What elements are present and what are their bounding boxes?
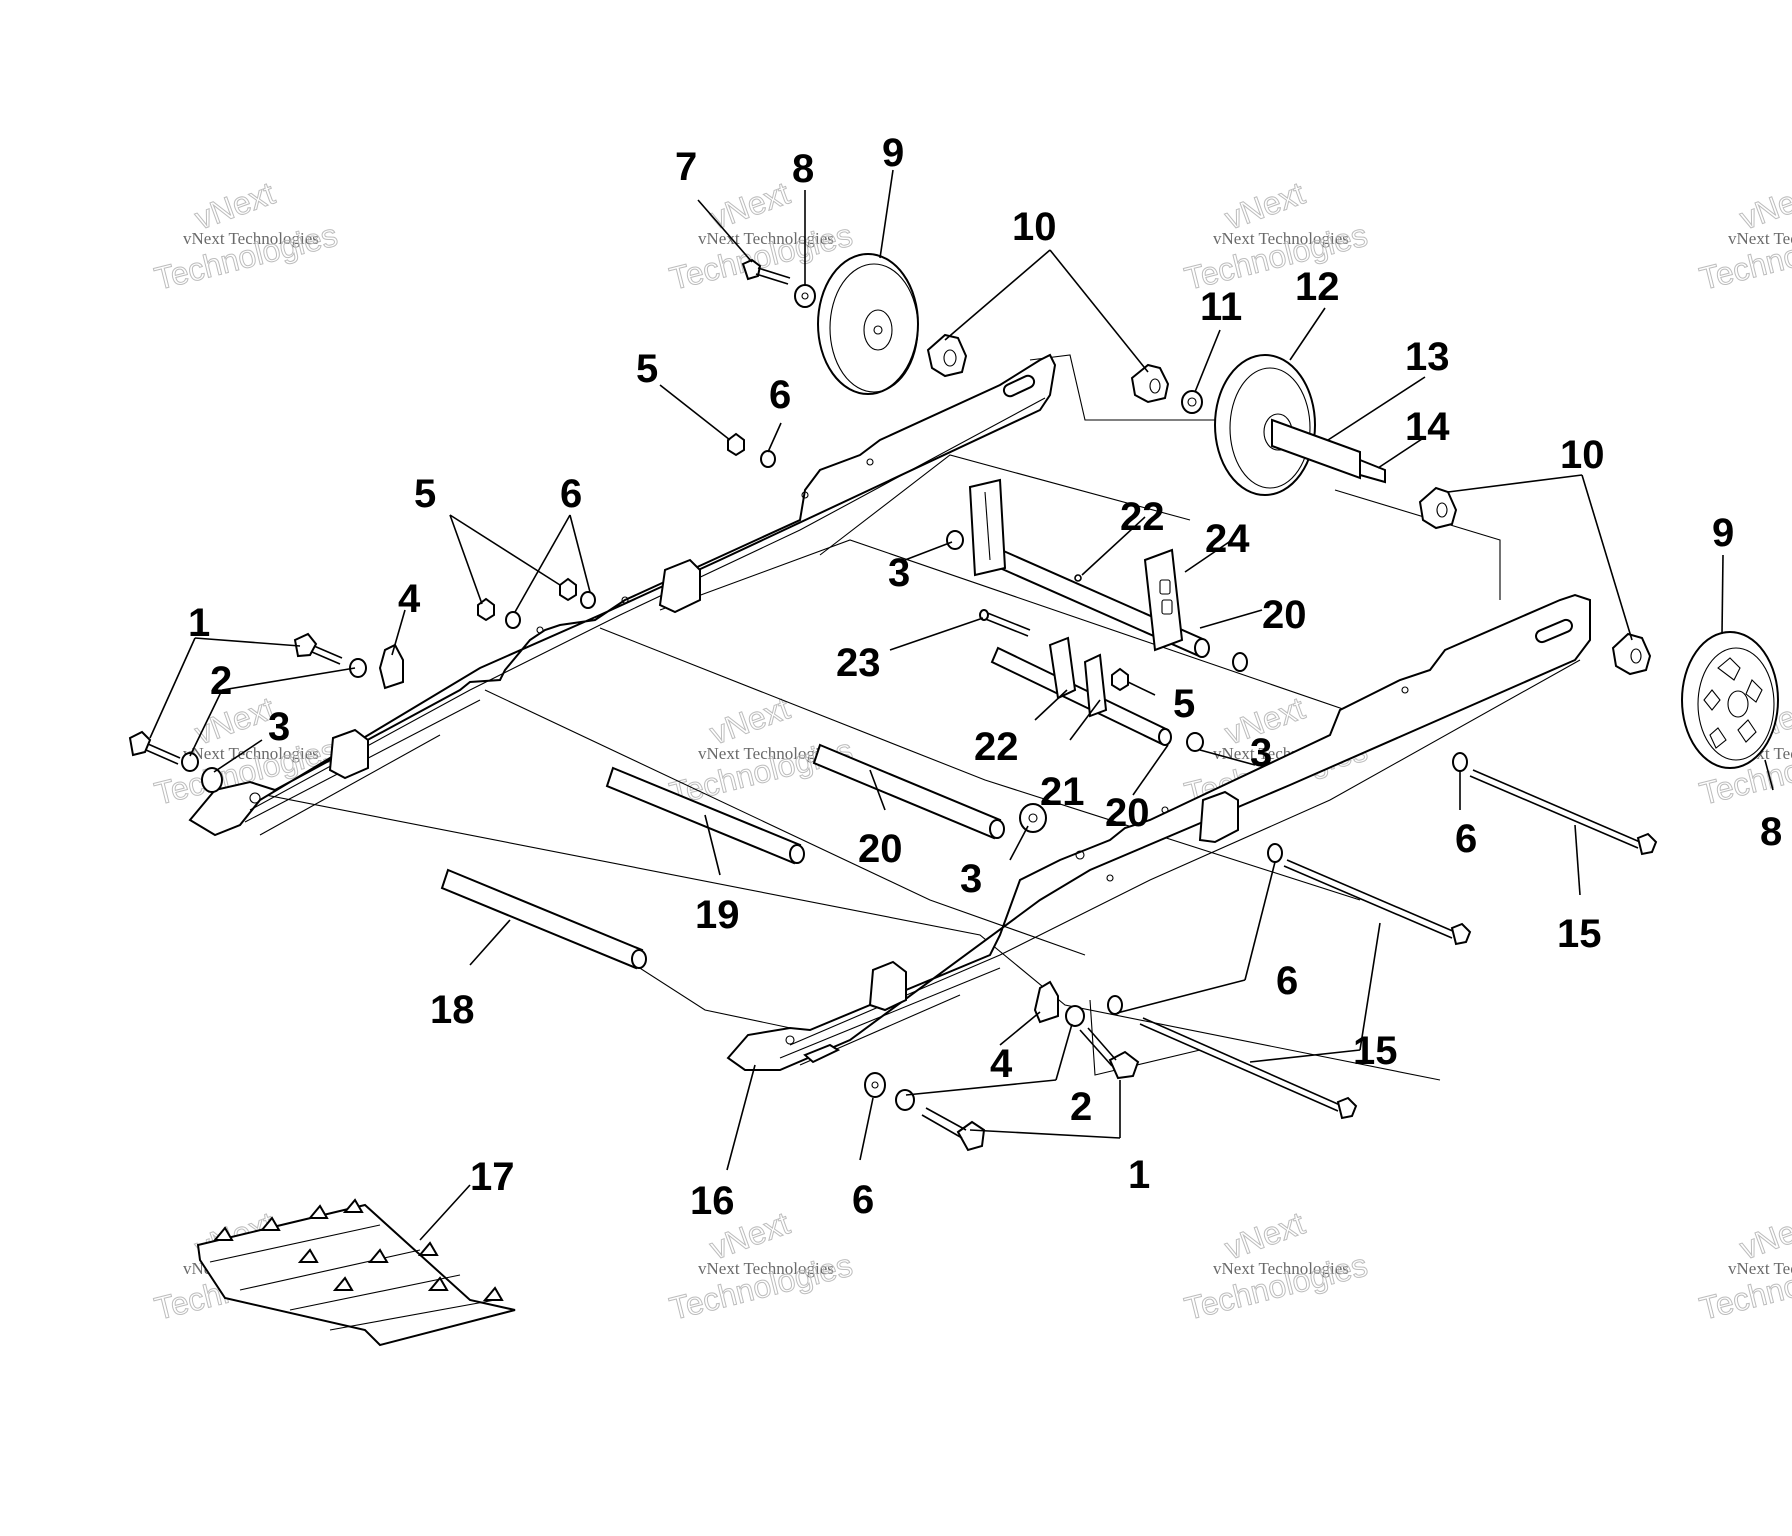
callout-9: 9 xyxy=(882,131,904,175)
svg-text:vNext: vNext xyxy=(190,175,279,237)
svg-text:vNext Technologies: vNext Technologies xyxy=(1213,229,1349,248)
right-slide-rail xyxy=(726,593,1591,1071)
callout-21: 21 xyxy=(1040,770,1085,814)
svg-text:vNext: vNext xyxy=(1220,175,1309,237)
callout-24: 24 xyxy=(1205,517,1250,561)
callout-6: 6 xyxy=(1276,959,1298,1003)
callout-11: 11 xyxy=(1200,285,1242,329)
watermark: vNext vNext Technologies Technologies xyxy=(1180,174,1371,297)
callout-3: 3 xyxy=(1250,731,1272,775)
svg-text:vNext Technologies: vNext Technologies xyxy=(183,744,319,763)
callout-20: 20 xyxy=(858,827,903,871)
hardware-parts xyxy=(181,284,1468,1111)
callout-5: 5 xyxy=(414,472,436,516)
callout-2: 2 xyxy=(210,659,232,703)
bolt-parts xyxy=(128,632,1140,1152)
svg-text:vNext: vNext xyxy=(190,690,279,752)
callout-6: 6 xyxy=(560,472,582,516)
callout-4: 4 xyxy=(398,577,421,621)
watermark: vNext vNext Technologies Technologies xyxy=(1695,174,1792,297)
callout-13: 13 xyxy=(1405,335,1450,379)
watermark: vNext vNext Technologies Technologies xyxy=(1180,1204,1371,1327)
track-part xyxy=(196,1198,516,1347)
callout-6: 6 xyxy=(769,373,791,417)
callout-3: 3 xyxy=(960,857,982,901)
svg-text:vNext Technologies: vNext Technologies xyxy=(1728,229,1792,248)
callout-18: 18 xyxy=(430,988,475,1032)
callout-22: 22 xyxy=(1120,495,1165,539)
watermark: vNext vNext Technologies Technologies xyxy=(665,174,856,297)
svg-text:vNext: vNext xyxy=(1220,1205,1309,1267)
watermark: vNext vNext Technologies Technologies xyxy=(150,174,341,297)
leader-lines xyxy=(149,169,1774,1241)
left-slide-rail xyxy=(188,353,1057,837)
svg-text:vNext: vNext xyxy=(1735,175,1792,237)
callout-1: 1 xyxy=(1128,1153,1150,1197)
callout-3: 3 xyxy=(268,705,290,749)
callout-5: 5 xyxy=(636,347,658,391)
callout-20: 20 xyxy=(1105,791,1150,835)
callout-labels: 1 1 2 2 3 3 3 3 4 4 5 5 5 6 6 6 6 6 7 8 … xyxy=(188,131,1782,1223)
watermark: vNext vNext Technologies Technologies xyxy=(1695,1204,1792,1327)
bracket-parts xyxy=(968,478,1184,718)
watermark: vNext vNext Technologies Technologies xyxy=(665,1204,856,1327)
callout-8: 8 xyxy=(1760,810,1782,854)
svg-text:vNext Technologies: vNext Technologies xyxy=(698,229,834,248)
callout-2: 2 xyxy=(1070,1085,1092,1129)
callout-19: 19 xyxy=(695,893,740,937)
callout-3: 3 xyxy=(888,551,910,595)
svg-text:vNext: vNext xyxy=(1735,1205,1792,1267)
cross-shaft-parts xyxy=(440,543,1210,970)
callout-15: 15 xyxy=(1353,1029,1398,1073)
watermarks: vNext vNext Technologies Technologies vN… xyxy=(150,174,1792,1327)
callout-23: 23 xyxy=(836,641,881,685)
callout-12: 12 xyxy=(1295,265,1340,309)
svg-text:vNext: vNext xyxy=(705,175,794,237)
callout-9: 9 xyxy=(1712,511,1734,555)
svg-text:vNext Technologies: vNext Technologies xyxy=(698,1259,834,1278)
callout-16: 16 xyxy=(690,1179,735,1223)
svg-text:vNext Technologies: vNext Technologies xyxy=(1213,1259,1349,1278)
callout-20: 20 xyxy=(1262,593,1307,637)
idler-wheel-parts xyxy=(741,253,1779,769)
callout-15: 15 xyxy=(1557,912,1602,956)
callout-7: 7 xyxy=(675,145,697,189)
callout-22: 22 xyxy=(974,725,1019,769)
svg-text:vNext Technologies: vNext Technologies xyxy=(1728,1259,1792,1278)
callout-4: 4 xyxy=(990,1042,1013,1086)
svg-text:vNext Technologies: vNext Technologies xyxy=(183,229,319,248)
callout-17: 17 xyxy=(470,1155,515,1199)
callout-14: 14 xyxy=(1405,405,1450,449)
callout-8: 8 xyxy=(792,147,814,191)
axle-cap-parts xyxy=(926,333,1652,676)
long-bolt-parts xyxy=(1139,769,1658,1120)
svg-text:vNext Technologies: vNext Technologies xyxy=(698,744,834,763)
callout-6: 6 xyxy=(1455,817,1477,861)
callout-10: 10 xyxy=(1012,205,1057,249)
callout-6: 6 xyxy=(852,1178,874,1222)
callout-10: 10 xyxy=(1560,433,1605,477)
callout-1: 1 xyxy=(188,601,210,645)
callout-5: 5 xyxy=(1173,682,1195,726)
